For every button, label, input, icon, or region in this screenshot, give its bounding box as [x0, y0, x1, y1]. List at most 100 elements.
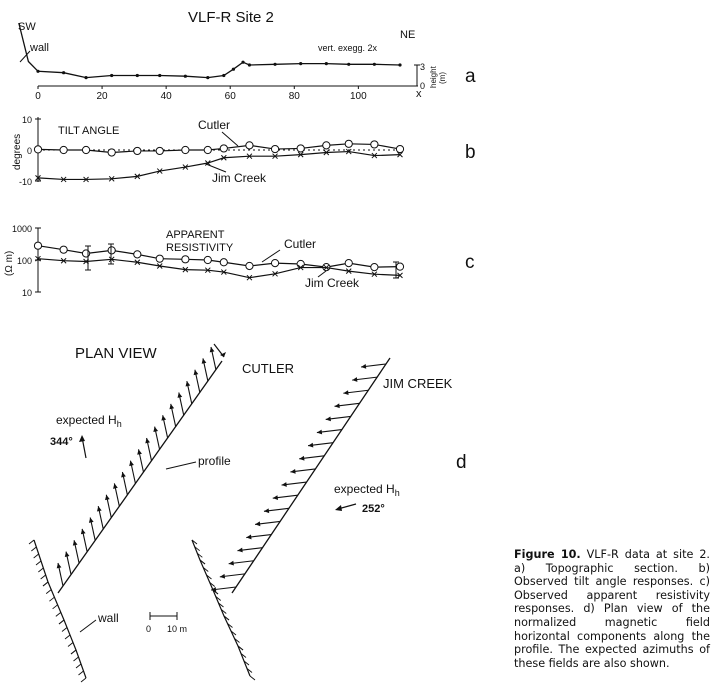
res-jimcreek-point: [134, 259, 141, 266]
jimcreek-arrow: [316, 429, 342, 435]
res-cutler-point: [344, 259, 353, 268]
tilt-cutler-point: [270, 144, 280, 154]
topo-point: [183, 74, 187, 78]
cutler-arrow: [153, 426, 161, 450]
res-cutler-point: [33, 241, 43, 250]
wall-hatching: [28, 539, 256, 683]
res-jimcreek-point: [345, 268, 352, 274]
tilt-jimcreek-point: [246, 153, 253, 160]
tilt-cutler-point: [395, 144, 405, 154]
tilt-y-label: degrees: [12, 134, 23, 170]
tilt-cutler-point: [133, 146, 142, 156]
res-jimcreek-point: [60, 257, 67, 264]
panel-a-topography: VLF-R Site 2 SW NE wall vert. exegg. 2x …: [18, 9, 476, 102]
res-cutler-point: [133, 250, 142, 259]
tilt-jimcreek-point: [83, 176, 89, 183]
res-cutler-label: Cutler: [284, 237, 316, 251]
res-jimcreek-points: [35, 255, 403, 281]
tilt-cutler-point: [219, 144, 228, 153]
jimcreek-arrow: [272, 494, 298, 500]
jimcreek-arrow: [325, 415, 351, 422]
tilt-jimcreek-points: [35, 148, 403, 183]
res-cutler-point: [59, 245, 68, 254]
topo-point: [273, 62, 277, 66]
ne-label: NE: [400, 29, 415, 41]
res-jimcreek-point: [397, 272, 403, 279]
caption-bold: Figure 10.: [514, 548, 581, 561]
cutler-arrow: [161, 415, 169, 439]
tilt-jimcreek-point: [35, 175, 41, 181]
figure-title: VLF-R Site 2: [188, 9, 274, 26]
cutler-arrow: [193, 369, 201, 393]
topo-point: [324, 62, 328, 66]
topo-point: [110, 73, 114, 78]
res-cutler-point: [155, 254, 164, 263]
jimcreek-arrow: [334, 402, 360, 409]
topo-point: [231, 67, 236, 71]
tilt-cutler-point: [33, 145, 43, 154]
tilt-jimcreek-point: [60, 176, 67, 183]
tilt-y-tick-label: -10: [19, 177, 32, 187]
tilt-y-tick-label: 10: [22, 115, 32, 125]
tilt-jimcreek-point: [108, 175, 115, 182]
wall-label-topo: wall: [29, 42, 49, 54]
tilt-cutler-point: [245, 141, 254, 150]
plan-wall-label: wall: [97, 611, 119, 625]
jimcreek-arrow: [255, 520, 281, 527]
jimcreek-arrow: [210, 586, 237, 592]
tilt-jimcreek-point: [297, 151, 304, 158]
res-jimcreek-point: [156, 263, 163, 269]
height-unit: (m): [438, 72, 447, 84]
cutler-arrow: [80, 528, 88, 553]
tilt-cutler-point: [370, 140, 379, 149]
tilt-cutler-point: [344, 139, 353, 148]
figure-caption: Figure 10. VLF-R data at site 2. a) Topo…: [514, 548, 710, 670]
jimcreek-arrow: [290, 468, 316, 474]
tilt-jimcreek-point: [345, 148, 352, 155]
topo-point: [299, 62, 303, 66]
res-jimcreek-point: [272, 270, 278, 277]
topo-point: [158, 73, 162, 78]
res-cutler-point: [395, 262, 405, 271]
res-cutler-point: [370, 262, 379, 272]
tilt-jimcreek-point: [323, 149, 330, 156]
jimcreek-arrow: [263, 507, 290, 514]
height-tick-0: 0: [420, 81, 425, 91]
cutler-arrow: [72, 540, 80, 564]
res-jimcreek-point: [108, 256, 115, 263]
topo-point: [247, 63, 252, 67]
cutler-arrow: [105, 494, 112, 518]
panel-letter-b: b: [465, 142, 476, 163]
scale-zero: 0: [146, 624, 151, 634]
jimcreek-arrow: [281, 481, 307, 487]
cutler-arrow: [129, 460, 137, 484]
res-jimcreek-point: [297, 264, 304, 271]
cutler-arrow: [88, 517, 96, 541]
jimcreek-azimuth: 252°: [362, 503, 385, 515]
topo-x-tick-label: 60: [225, 91, 237, 102]
jimcreek-arrow: [299, 455, 325, 461]
res-jimcreek-label: Jim Creek: [305, 276, 360, 290]
jimcreek-arrow: [228, 560, 254, 566]
res-jimcreek-point: [220, 269, 227, 275]
res-jimcreek-point: [182, 266, 189, 273]
tilt-cutler-point: [81, 145, 91, 155]
res-cutler-point: [270, 259, 280, 268]
cutler-arrow: [209, 346, 217, 371]
topo-point: [36, 69, 40, 73]
cutler-arrow: [177, 392, 185, 416]
tilt-jimcreek-point: [272, 153, 278, 160]
topo-point: [206, 76, 210, 80]
tilt-title: TILT ANGLE: [58, 125, 119, 137]
res-cutler-point: [296, 259, 305, 269]
cutler-arrow: [96, 506, 104, 530]
topo-points: [36, 60, 402, 80]
res-jimcreek-point: [371, 271, 378, 278]
cutler-arrow: [137, 449, 145, 473]
res-y-tick-label: 10: [22, 288, 32, 298]
res-cutler-point: [219, 258, 228, 267]
topo-x-tick-label: 40: [161, 91, 173, 102]
plan-jimcreek-label: JIM CREEK: [383, 376, 453, 391]
panel-d-plan-view: PLAN VIEW CUTLER JIM CREEK expected Hh 3…: [28, 343, 467, 683]
